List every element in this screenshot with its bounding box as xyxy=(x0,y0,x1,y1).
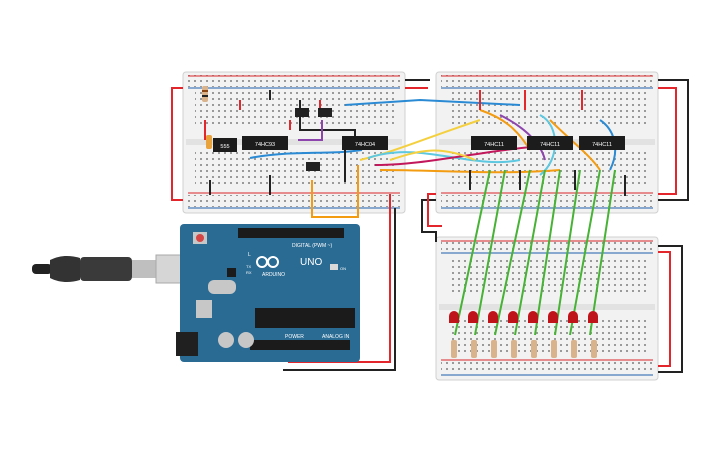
chip-74hc11-c-label: 74HC11 xyxy=(592,142,612,148)
chip-555-label: 555 xyxy=(220,144,229,150)
led-l-label: L xyxy=(248,252,251,258)
chip-74hc04-label: 74HC04 xyxy=(355,142,375,148)
analog-header-label: ANALOG IN xyxy=(322,334,350,340)
led-resistors[interactable] xyxy=(451,340,597,358)
chip-74hc93[interactable]: 74HC93 xyxy=(242,136,288,150)
arduino-model-label: UNO xyxy=(300,257,322,268)
tx-label: TX xyxy=(246,264,251,269)
led-array[interactable] xyxy=(449,311,598,323)
digital-header-label: DIGITAL (PWM ~) xyxy=(292,243,332,249)
capacitor[interactable] xyxy=(206,135,212,149)
led[interactable] xyxy=(449,311,459,323)
led-signal-wires xyxy=(454,169,616,336)
rx-label: RX xyxy=(246,270,252,275)
chip-74hc93-label: 74HC93 xyxy=(255,142,275,148)
chip-74hc11-a-label: 74HC11 xyxy=(484,142,504,148)
dip-switch[interactable] xyxy=(295,108,332,171)
reset-button-icon[interactable] xyxy=(193,232,207,244)
infinity-logo-icon xyxy=(256,256,279,268)
led[interactable] xyxy=(488,311,498,323)
led[interactable] xyxy=(588,311,598,323)
usb-cable-icon xyxy=(32,254,187,284)
arduino-brand-label: ARDUINO xyxy=(262,272,285,278)
led[interactable] xyxy=(508,311,518,323)
resistor[interactable] xyxy=(202,86,208,102)
breadboard-a[interactable] xyxy=(182,71,406,214)
led[interactable] xyxy=(568,311,578,323)
chip-74hc04[interactable]: 74HC04 xyxy=(342,136,388,150)
power-header-label: POWER xyxy=(285,334,304,340)
led[interactable] xyxy=(548,311,558,323)
arduino-uno-board[interactable]: UNO ARDUINO DIGITAL (PWM ~) POWER ANALOG… xyxy=(176,224,360,362)
led[interactable] xyxy=(528,311,538,323)
led[interactable] xyxy=(468,311,478,323)
chip-555[interactable]: 555 xyxy=(213,138,237,152)
chip-74hc11-b[interactable]: 74HC11 xyxy=(527,136,573,150)
chip-74hc11-c[interactable]: 74HC11 xyxy=(579,136,625,150)
on-label: ON xyxy=(340,266,346,271)
chip-74hc11-b-label: 74HC11 xyxy=(540,142,560,148)
chip-74hc11-a[interactable]: 74HC11 xyxy=(471,136,517,150)
